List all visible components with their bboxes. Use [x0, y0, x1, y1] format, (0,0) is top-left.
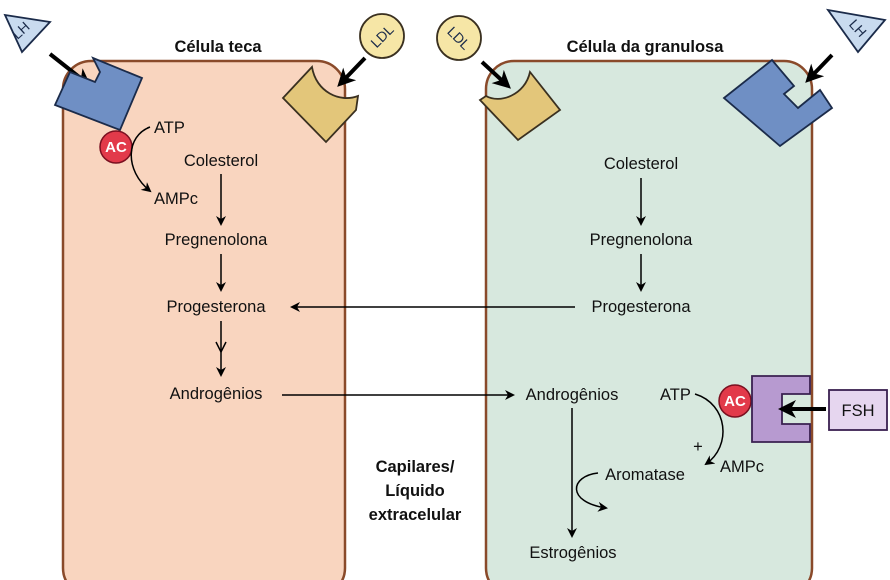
theca-colesterol: Colesterol: [184, 152, 258, 170]
ldl-right-receptor: [478, 69, 562, 142]
ac-right-label: AC: [724, 393, 746, 410]
lh-left-receptor: [53, 56, 144, 132]
theca-atp-to-ampc-arrow: [130, 126, 152, 193]
lh-left-triangle: [3, 13, 52, 54]
ldl-left-circle: [359, 13, 405, 59]
granulosa-pregnenolona: Pregnenolona: [590, 231, 694, 249]
lh-right-arrow: [805, 53, 834, 83]
lh-left-ligand: LH: [3, 13, 52, 54]
fsh-label: FSH: [842, 402, 875, 420]
lh-right-triangle: [825, 8, 887, 54]
granulosa-aromatase: Aromatase: [605, 466, 685, 484]
theca-title: Célula teca: [174, 38, 262, 56]
theca-atp: ATP: [154, 119, 185, 137]
capilares-line3: extracelular: [369, 506, 462, 524]
granulosa-ampc: AMPc: [720, 458, 764, 476]
theca-cell: [61, 59, 347, 580]
granulosa-atp-to-ampc-arrow: [694, 393, 724, 466]
granulosa-colesterol: Colesterol: [604, 155, 678, 173]
granulosa-title: Célula da granulosa: [567, 38, 725, 56]
theca-androgenios: Androgênios: [170, 385, 263, 403]
granulosa-androgenios: Androgênios: [526, 386, 619, 404]
capilares-line1: Capilares/: [376, 458, 455, 476]
fsh-box: [828, 389, 888, 431]
theca-progesterona-arrowhead-2: [215, 341, 227, 354]
ldl-left-arrow: [337, 56, 367, 87]
aromatase-catalysis-arrow: [575, 472, 608, 512]
ldl-right-circle: [436, 15, 482, 61]
granulosa-cell: [484, 59, 814, 580]
ac-left-label: AC: [105, 139, 127, 156]
granulosa-atp: ATP: [660, 386, 691, 404]
ac-right-circle: [718, 384, 752, 418]
granulosa-progesterona: Progesterona: [591, 298, 691, 316]
theca-ampc: AMPc: [154, 190, 198, 208]
ldl-left-receptor: [281, 65, 360, 144]
ldl-right-arrow: [480, 60, 511, 89]
capilares-line2: Líquido: [385, 482, 445, 500]
lh-right-receptor: [722, 58, 834, 148]
theca-progesterona: Progesterona: [166, 298, 266, 316]
granulosa-plus: +: [693, 438, 703, 456]
theca-pregnenolona: Pregnenolona: [165, 231, 269, 249]
granulosa-estrogenios: Estrogênios: [529, 544, 616, 562]
